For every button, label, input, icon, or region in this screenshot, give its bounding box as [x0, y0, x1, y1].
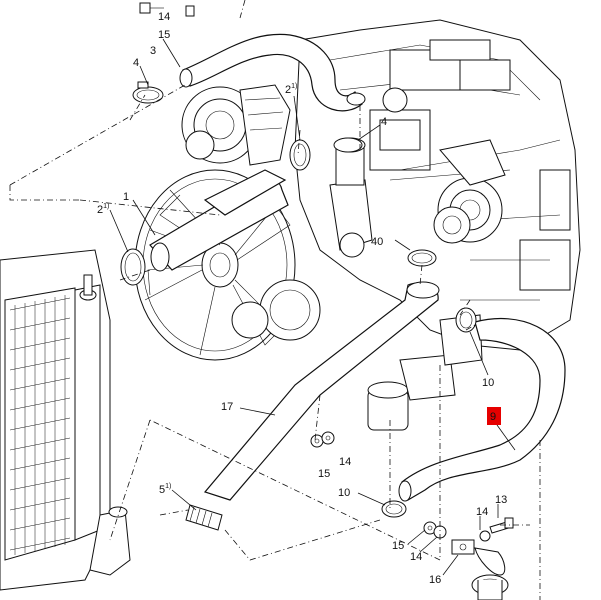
- clamp-4-mid: [333, 137, 363, 153]
- callout-13: 13: [495, 494, 507, 506]
- clamp-2-left: [120, 248, 146, 286]
- callout-3: 3: [150, 45, 156, 57]
- callout-14-top: 14: [158, 11, 170, 23]
- bolt-13: [489, 517, 514, 534]
- callout-40: 40: [371, 236, 383, 248]
- callout-15-low: 15: [392, 540, 404, 552]
- callout-10-right: 10: [482, 377, 494, 389]
- callout-16: 16: [429, 574, 441, 586]
- leader-lines: [109, 38, 516, 576]
- callout-17: 17: [221, 401, 233, 413]
- callout-14-low: 14: [476, 506, 488, 518]
- callout-14-bottom: 14: [410, 551, 422, 563]
- alternator: [181, 84, 291, 166]
- clamp-4-top: [132, 81, 164, 104]
- clamp-10-right: [455, 307, 477, 333]
- callout-14-mid: 14: [339, 456, 351, 468]
- callout-labels: 14 15 3 4 21) 4 1 21) 40 10 9 17 14 15 5…: [97, 11, 507, 586]
- radiator: [0, 249, 131, 591]
- callout-9: 9: [490, 411, 496, 423]
- callout-4-left: 4: [133, 57, 139, 69]
- callout-9-highlight: 9: [487, 407, 501, 425]
- callout-10-low: 10: [338, 487, 350, 499]
- bolt-top: [139, 2, 195, 17]
- engine-block: [294, 19, 581, 351]
- callout-1: 1: [123, 191, 129, 203]
- turbocharger: [433, 139, 506, 244]
- callout-2-mid: 21): [285, 83, 297, 96]
- clamp-2-mid: [289, 139, 311, 171]
- washers-mid: [310, 431, 335, 448]
- clamp-17-top: [407, 249, 437, 267]
- washers-low: [423, 521, 491, 542]
- clamp-10-low: [381, 500, 407, 518]
- hose-9: [401, 318, 566, 501]
- hose-5-fitting: [185, 504, 223, 531]
- bracket-16: [451, 539, 509, 600]
- assembly-lines: [9, 0, 541, 600]
- callout-15-top: 15: [158, 29, 170, 41]
- callout-15-mid: 15: [318, 468, 330, 480]
- callout-4-mid: 4: [381, 116, 387, 128]
- callout-5: 51): [159, 483, 171, 496]
- callout-2-left: 21): [97, 203, 109, 216]
